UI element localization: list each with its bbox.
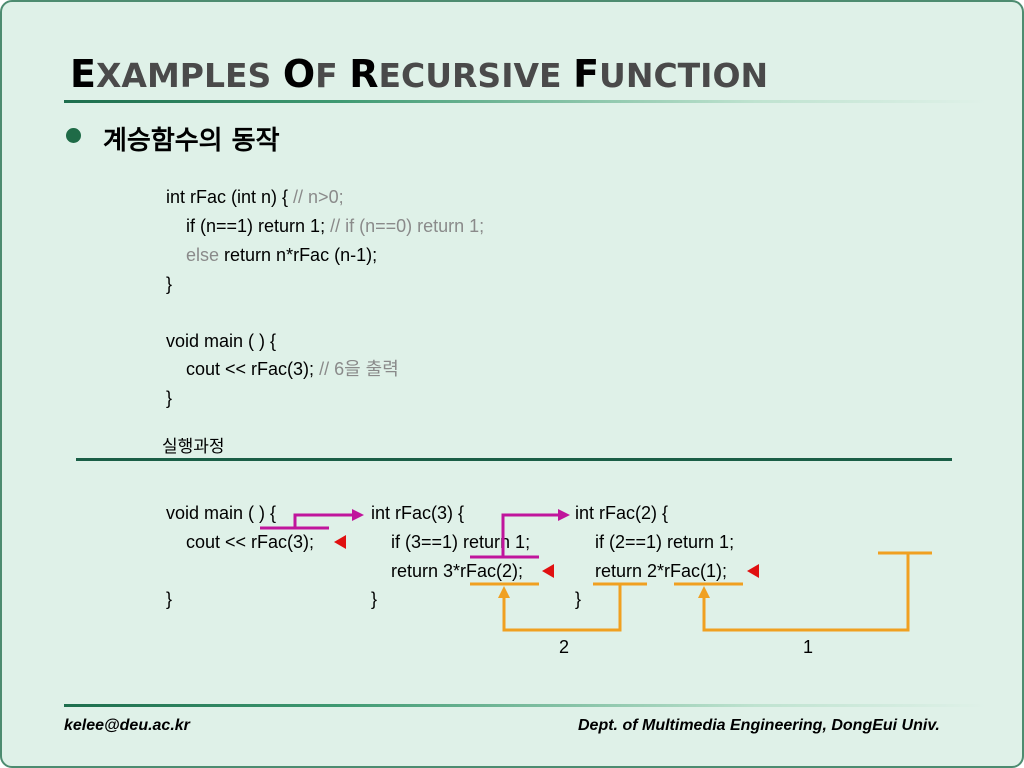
slide-title: EXAMPLES OF RECURSIVE FUNCTION — [70, 52, 768, 96]
pointer-icon — [542, 564, 554, 578]
trace-main-line-4: } — [166, 589, 173, 609]
code-text: if (n==1) return 1; — [166, 216, 331, 236]
title-word-recursive: ECURSIVE — [378, 56, 562, 95]
code-line-2: if (n==1) return 1; // if (n==0) return … — [166, 216, 484, 236]
section-divider — [76, 458, 952, 461]
trace-main-line-2: cout << rFac(3); — [166, 532, 315, 552]
footer-email: kelee@deu.ac.kr — [64, 717, 190, 734]
code-comment: // 6을 출력 — [319, 359, 399, 379]
code-line-5: void main ( ) { — [166, 331, 277, 351]
call-arrow-main-to-rfac3 — [260, 509, 364, 530]
code-line-7: } — [166, 388, 173, 408]
code-line-4: } — [166, 274, 173, 294]
code-keyword-else: else — [166, 245, 220, 265]
title-cap-f: F — [573, 52, 600, 96]
pointer-icon — [747, 564, 759, 578]
code-line-1: int rFac (int n) { // n>0; — [166, 187, 344, 207]
code-text: int rFac (int n) { — [166, 187, 294, 207]
trace-rfac3-line-2: if (3==1) return 1; — [371, 532, 531, 552]
trace-rfac3-line-1: int rFac(3) { — [371, 503, 465, 523]
code-line-6: cout << rFac(3); // 6을 출력 — [166, 359, 399, 379]
return-arrow-rfac1-to-rfac2 — [674, 551, 932, 632]
trace-main-line-1: void main ( ) { — [166, 503, 277, 523]
footer-affiliation: Dept. of Multimedia Engineering, DongEui… — [578, 717, 940, 734]
bullet-heading: 계승함수의 동작 — [103, 126, 280, 156]
trace-rfac3-line-4: } — [371, 589, 378, 609]
title-cap-e: E — [70, 52, 96, 96]
call-arrow-rfac3-to-rfac2 — [470, 509, 570, 559]
trace-rfac3-line-3: return 3*rFac(2); — [371, 561, 524, 581]
title-cap-r: R — [349, 52, 379, 96]
code-comment: // if (n==0) return 1; — [330, 216, 485, 236]
return-value-2: 2 — [559, 637, 570, 657]
title-underline — [64, 100, 986, 103]
title-word-of: F — [315, 56, 338, 95]
trace-rfac2-line-1: int rFac(2) { — [575, 503, 669, 523]
code-text: cout << rFac(3); — [166, 359, 320, 379]
title-cap-o: O — [282, 52, 316, 96]
trace-rfac2-line-3: return 2*rFac(1); — [575, 561, 728, 581]
execution-label: 실행과정 — [162, 437, 225, 457]
code-line-3: else return n*rFac (n-1); — [166, 245, 377, 265]
return-value-1: 1 — [803, 637, 814, 657]
title-word-examples: XAMPLES — [95, 56, 272, 95]
code-text: return n*rFac (n-1); — [219, 245, 378, 265]
pointer-icon — [334, 535, 346, 549]
title-word-function: UNCTION — [599, 56, 769, 95]
return-arrow-rfac2-to-rfac3 — [470, 582, 647, 632]
trace-rfac2-line-4: } — [575, 589, 582, 609]
code-comment: // n>0; — [293, 187, 344, 207]
trace-rfac2-line-2: if (2==1) return 1; — [575, 532, 735, 552]
bullet-icon — [66, 128, 81, 143]
footer-rule — [64, 704, 986, 707]
